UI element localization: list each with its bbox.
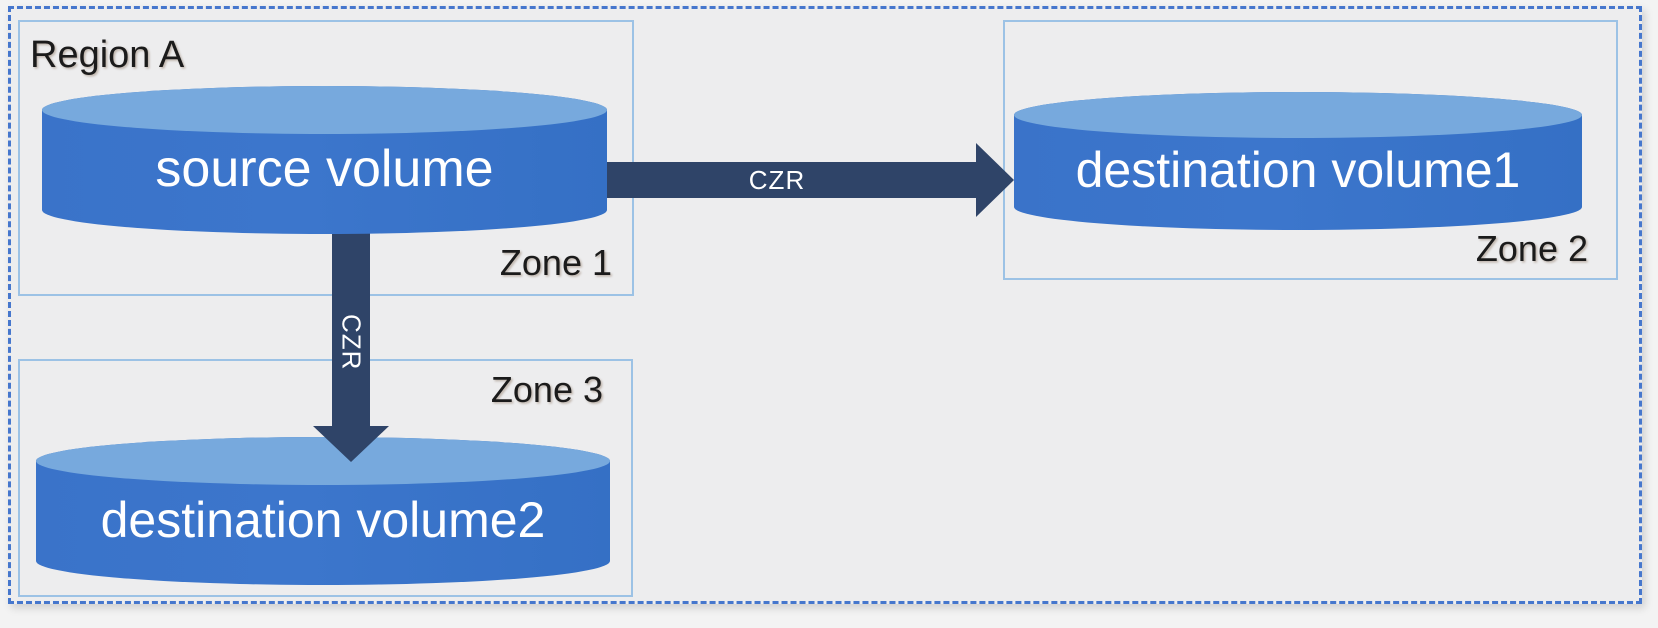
zone-2-label: Zone 2	[1475, 228, 1588, 269]
zone-3-label: Zone 3	[490, 369, 603, 410]
cylinder-top	[42, 86, 607, 134]
arrow-shaft	[332, 228, 370, 426]
destination-volume1-cylinder: destination volume1	[1014, 92, 1582, 230]
arrow-shaft	[578, 162, 976, 198]
zone-1-label: Zone 1	[499, 242, 612, 283]
czr-arrow-vertical-label: CZR	[336, 314, 367, 371]
source-volume-cylinder: source volume	[42, 86, 607, 234]
destination-volume1-label: destination volume1	[1075, 142, 1521, 198]
zone-3-box: Zone 3	[18, 359, 633, 597]
arrowhead-right-icon	[976, 143, 1014, 217]
destination-volume2-label: destination volume2	[100, 492, 546, 548]
arrowhead-down-icon	[313, 426, 389, 462]
source-volume-label: source volume	[155, 140, 494, 198]
cylinder-top	[1014, 92, 1582, 138]
czr-arrow-horizontal: CZR	[578, 143, 1014, 217]
czr-arrow-horizontal-label: CZR	[748, 165, 806, 195]
czr-arrow-vertical: CZR	[313, 228, 389, 462]
zone-1-box: Zone 1	[18, 20, 634, 296]
region-label: Region A	[30, 34, 185, 76]
